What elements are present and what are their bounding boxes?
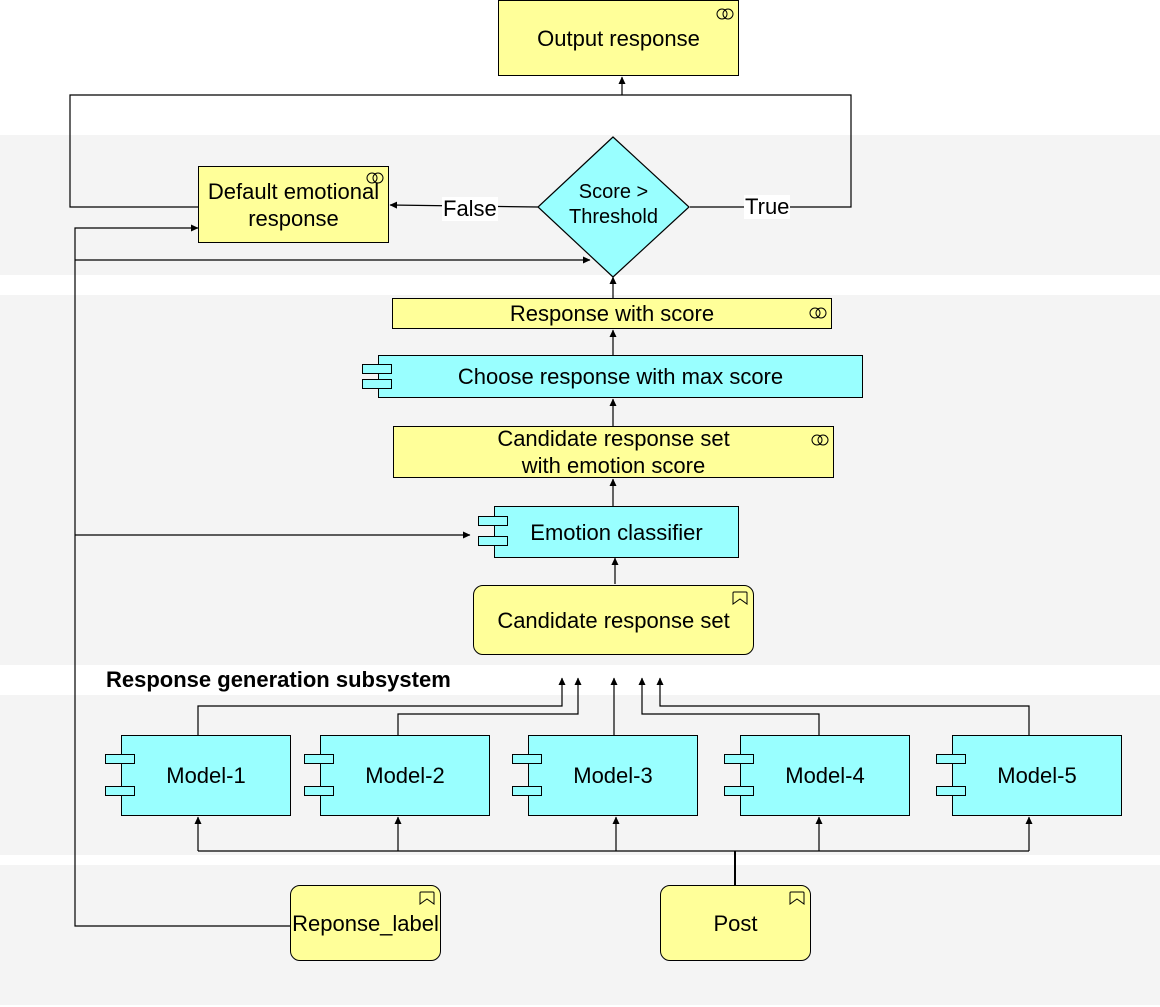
model-1-output (197, 677, 566, 735)
model-3-node: Model-3 (512, 735, 698, 816)
candidate-with-score-label-1: Candidate response set (497, 426, 730, 451)
model-4-label: Model-4 (785, 763, 865, 788)
value-icon (366, 172, 384, 184)
component-icon (724, 754, 754, 764)
component-icon (936, 754, 966, 764)
model-4-output (638, 677, 820, 735)
component-icon (936, 786, 966, 796)
choose-max-score-label: Choose response with max score (457, 364, 784, 389)
model-5-label: Model-5 (997, 763, 1077, 788)
component-icon (512, 786, 542, 796)
model-5-node: Model-5 (936, 735, 1122, 816)
value-icon (809, 307, 827, 319)
business-object-icon (732, 591, 748, 605)
business-object-icon (419, 891, 435, 905)
model-2-output (397, 677, 582, 735)
response-label-text: Reponse_label (292, 910, 439, 936)
model-2-label: Model-2 (365, 763, 445, 788)
component-icon (362, 379, 392, 389)
post-label: Post (713, 910, 758, 936)
default-emotional-response-node: Default emotional response (198, 166, 389, 243)
candidate-with-score-label-2: with emotion score (521, 453, 706, 478)
component-icon (478, 536, 508, 546)
response-with-score-label: Response with score (509, 301, 715, 326)
choose-max-score-node: Choose response with max score (362, 355, 863, 398)
label-feed-line (74, 224, 290, 927)
decision-label: Score > Threshold (569, 181, 658, 228)
model-1-node: Model-1 (105, 735, 291, 816)
business-object-icon (789, 891, 805, 905)
candidate-response-set-node: Candidate response set (473, 585, 754, 655)
model-5-output (656, 677, 1030, 735)
model-2-node: Model-2 (304, 735, 490, 816)
component-icon (105, 754, 135, 764)
value-icon (811, 434, 829, 446)
component-icon (724, 786, 754, 796)
emotion-classifier-node: Emotion classifier (478, 506, 739, 558)
candidate-with-score-node: Candidate response set with emotion scor… (393, 426, 834, 478)
component-icon (478, 516, 508, 526)
input-band (0, 865, 1160, 1005)
model-4-node: Model-4 (724, 735, 910, 816)
section-title: Response generation subsystem (106, 667, 451, 692)
candidate-response-set-label: Candidate response set (497, 607, 730, 633)
model-1-label: Model-1 (166, 763, 246, 788)
value-icon (716, 8, 734, 20)
component-icon (105, 786, 135, 796)
component-icon (304, 786, 334, 796)
component-icon (362, 364, 392, 374)
false-edge-label: False (442, 196, 498, 221)
output-response-label: Output response (537, 25, 700, 51)
component-icon (512, 754, 542, 764)
default-emotional-response-label: Default emotional response (207, 178, 380, 231)
output-response-node: Output response (498, 0, 739, 76)
response-label-node: Reponse_label (290, 885, 441, 961)
response-with-score-node: Response with score (392, 298, 832, 329)
post-node: Post (660, 885, 811, 961)
true-edge-label: True (744, 194, 791, 219)
true-path-line (69, 94, 852, 208)
emotion-classifier-label: Emotion classifier (530, 519, 703, 545)
component-icon (304, 754, 334, 764)
model-3-label: Model-3 (573, 763, 653, 788)
decision-diamond (537, 136, 690, 278)
